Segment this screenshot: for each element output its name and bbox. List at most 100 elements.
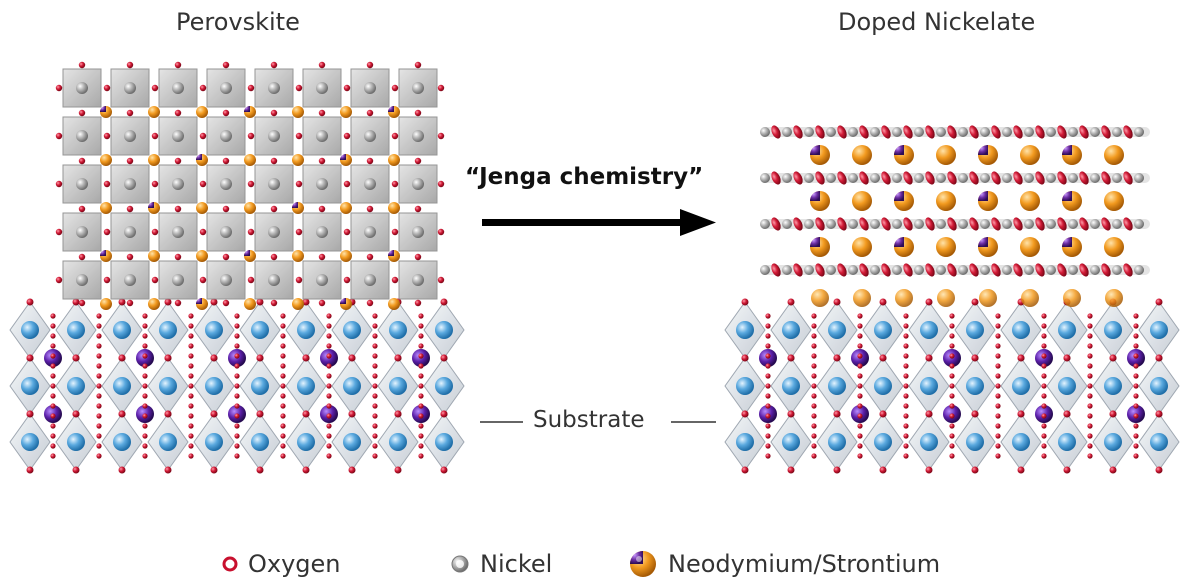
oxygen-atom xyxy=(815,217,825,231)
oxygen-atom xyxy=(118,298,126,306)
oxygen-atom xyxy=(903,323,909,329)
neodymium-atom xyxy=(100,298,112,310)
oxygen-atom xyxy=(1133,453,1139,459)
oxygen-atom xyxy=(326,383,332,389)
oxygen-atom xyxy=(969,171,979,185)
oxygen-atom xyxy=(437,132,445,140)
nickel-atom xyxy=(220,226,232,238)
oxygen-atom xyxy=(1041,343,1047,349)
oxygen-atom xyxy=(126,157,134,165)
oxygen-atom xyxy=(247,276,255,284)
oxygen-atom xyxy=(348,410,356,418)
oxygen-atom xyxy=(96,403,102,409)
oxygen-atom xyxy=(26,410,34,418)
oxygen-atom xyxy=(1109,466,1117,474)
strontium-fraction xyxy=(894,191,904,201)
doped-nickelate-title: Doped Nickelate xyxy=(838,8,1036,36)
neodymium-atom xyxy=(196,250,208,262)
substrate-cation xyxy=(21,321,39,339)
strontium-fraction xyxy=(196,154,202,160)
oxygen-atom xyxy=(1041,423,1047,429)
nickel-atom xyxy=(364,130,376,142)
oxygen-atom xyxy=(1041,403,1047,409)
oxygen-atom xyxy=(348,354,356,362)
oxygen-atom xyxy=(741,466,749,474)
oxygen-atom xyxy=(234,333,240,339)
strontium-fraction xyxy=(100,106,106,112)
oxygen-atom xyxy=(256,298,264,306)
oxygen-atom xyxy=(366,157,374,165)
oxygen-atom xyxy=(1087,333,1093,339)
nickel-atom xyxy=(220,178,232,190)
oxygen-atom xyxy=(765,363,771,369)
oxygen-atom xyxy=(280,413,286,419)
oxygen-atom xyxy=(199,180,207,188)
oxygen-atom xyxy=(372,373,378,379)
oxygen-atom xyxy=(947,263,957,277)
oxygen-atom xyxy=(1133,343,1139,349)
oxygen-atom xyxy=(1133,413,1139,419)
nickel-octahedron xyxy=(110,260,150,300)
substrate-cation xyxy=(736,377,754,395)
oxygen-atom xyxy=(234,413,240,419)
oxygen-atom xyxy=(949,373,955,379)
oxygen-atom xyxy=(765,423,771,429)
oxygen-atom xyxy=(418,313,424,319)
substrate-cation xyxy=(343,321,361,339)
oxygen-atom xyxy=(96,423,102,429)
oxygen-atom xyxy=(126,61,134,69)
oxygen-atom xyxy=(96,333,102,339)
oxygen-atom xyxy=(366,61,374,69)
oxygen-atom xyxy=(991,217,1001,231)
neodymium-atom xyxy=(340,106,352,118)
oxygen-atom xyxy=(234,353,240,359)
nickel-atom xyxy=(220,274,232,286)
oxygen-atom xyxy=(391,84,399,92)
nickel-atom xyxy=(782,127,792,137)
oxygen-atom xyxy=(1087,323,1093,329)
oxygen-atom xyxy=(969,263,979,277)
nickel-octahedron xyxy=(206,68,246,108)
oxygen-atom xyxy=(418,323,424,329)
nickel-atom xyxy=(980,127,990,137)
nickel-atom xyxy=(980,173,990,183)
oxygen-atom xyxy=(1017,466,1025,474)
nickel-atom xyxy=(124,130,136,142)
oxygen-atom xyxy=(995,413,1001,419)
oxygen-atom xyxy=(174,157,182,165)
oxygen-atom xyxy=(418,443,424,449)
oxygen-atom xyxy=(103,84,111,92)
oxygen-atom-icon xyxy=(222,556,238,572)
oxygen-atom xyxy=(741,354,749,362)
nickel-atom xyxy=(412,178,424,190)
oxygen-atom xyxy=(78,205,86,213)
oxygen-atom xyxy=(857,413,863,419)
substrate-cation xyxy=(205,433,223,451)
oxygen-atom xyxy=(1041,373,1047,379)
oxygen-atom xyxy=(741,410,749,418)
substrate-cation xyxy=(1150,321,1168,339)
oxygen-atom xyxy=(302,354,310,362)
oxygen-atom xyxy=(55,276,63,284)
oxygen-atom xyxy=(174,299,182,307)
oxygen-atom xyxy=(414,253,422,261)
oxygen-atom xyxy=(1155,298,1163,306)
oxygen-atom xyxy=(326,433,332,439)
oxygen-atom xyxy=(142,383,148,389)
oxygen-atom xyxy=(1087,313,1093,319)
oxygen-atom xyxy=(142,433,148,439)
substrate-cation xyxy=(21,377,39,395)
oxygen-atom xyxy=(50,453,56,459)
strontium-fraction xyxy=(340,154,346,160)
oxygen-atom xyxy=(811,333,817,339)
oxygen-atom xyxy=(210,466,218,474)
oxygen-atom xyxy=(418,383,424,389)
oxygen-atom xyxy=(971,354,979,362)
oxygen-atom xyxy=(50,433,56,439)
oxygen-atom xyxy=(881,171,891,185)
neodymium-atom xyxy=(148,154,160,166)
nickel-atom xyxy=(804,265,814,275)
oxygen-atom xyxy=(1035,171,1045,185)
nickel-atom xyxy=(1068,173,1078,183)
oxygen-atom xyxy=(199,84,207,92)
